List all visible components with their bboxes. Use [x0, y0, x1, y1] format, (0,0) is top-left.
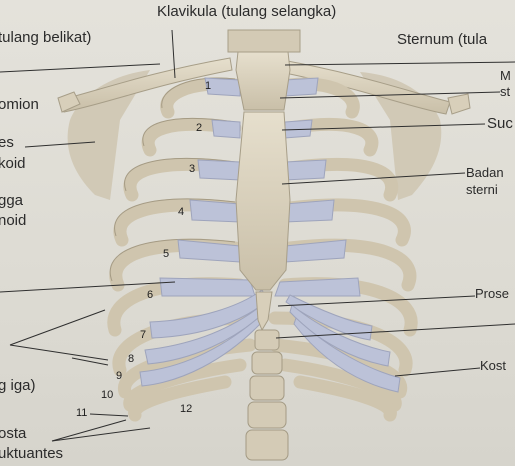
rib-number-2: 2 [196, 122, 202, 134]
rib-number-3: 3 [189, 163, 195, 175]
costal-cartilage-label: Kost [480, 358, 507, 373]
sternum-body-label-line2: sterni [466, 182, 498, 197]
rib-number-7: 7 [140, 329, 146, 341]
sternum-body-label-line1: Badan [466, 165, 504, 180]
coracoid-label-line2: koid [0, 155, 26, 172]
rib-number-4: 4 [178, 206, 184, 218]
coracoid-label-line1: es [0, 134, 14, 151]
manubrium-label-line1: M [500, 68, 511, 83]
true-ribs-label: g iga) [0, 377, 36, 394]
jugular-notch [227, 29, 301, 53]
glenoid-label-line2: noid [0, 212, 27, 229]
left-rib-shading [109, 77, 236, 282]
vertebral-column [245, 329, 289, 461]
right-acromion [447, 93, 471, 115]
xiphoid-label: Prose [475, 286, 509, 301]
clavicle-label: Klavikula (tulang selangka) [157, 3, 337, 20]
leader-lines [0, 29, 515, 442]
floating-ribs-label-line1: osta [0, 425, 27, 442]
acromion-label: omion [0, 96, 39, 113]
rib-number-5: 5 [163, 248, 169, 260]
sternal-angle-label: Suc [487, 115, 513, 132]
rib-number-10: 10 [101, 389, 113, 401]
left-clavicle [59, 57, 233, 113]
glenoid-label-line1: gga [0, 192, 24, 209]
right-costal-cartilage [274, 77, 401, 393]
rib-number-labels: 1 2 3 4 5 6 7 8 9 10 11 12 [76, 80, 211, 419]
manubrium [235, 51, 291, 111]
manubrium-label-line2: st [500, 84, 511, 99]
floating-ribs-label-line2: uktuantes [0, 445, 64, 462]
scapula-label: tulang belikat) [0, 29, 92, 46]
sternum-label: Sternum (tula [397, 31, 488, 48]
rib-number-6: 6 [147, 289, 153, 301]
rib-number-11: 11 [76, 407, 87, 419]
left-acromion [57, 91, 81, 113]
rib-number-12: 12 [180, 403, 192, 415]
rib-number-8: 8 [128, 353, 134, 365]
rib-number-9: 9 [116, 370, 122, 382]
rib-number-1: 1 [205, 80, 211, 92]
sternal-body [235, 111, 291, 291]
left-costal-cartilage [139, 77, 269, 387]
xiphoid-process [255, 291, 273, 332]
